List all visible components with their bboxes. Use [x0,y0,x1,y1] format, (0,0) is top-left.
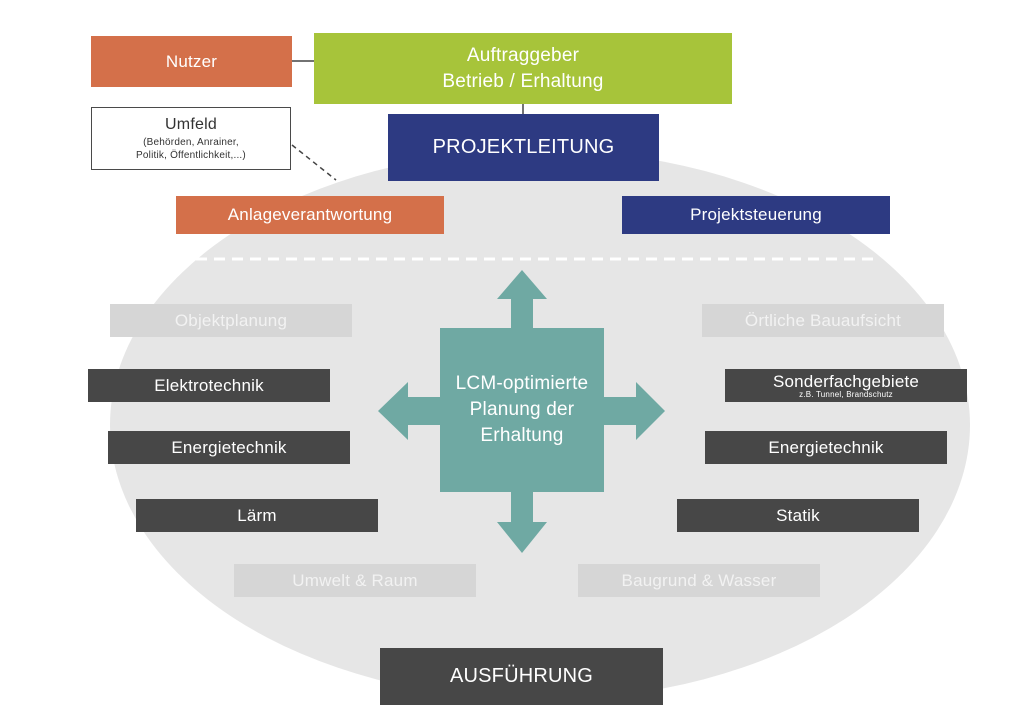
oertliche-bauaufsicht-label: Örtliche Bauaufsicht [744,310,902,330]
lcm-center-box: LCM-optimierte Planung der Erhaltung [440,328,604,492]
auftraggeber-line2: Betrieb / Erhaltung [442,70,604,92]
ausfuehrung-box: AUSFÜHRUNG [380,648,663,705]
sonderfachgebiete-box: Sonderfachgebiete z.B. Tunnel, Brandschu… [725,369,967,402]
energietechnik-right-label: Energietechnik [768,437,884,457]
elektrotechnik-box: Elektrotechnik [88,369,330,402]
umfeld-line2: Politik, Öffentlichkeit,...) [136,149,246,161]
arrow-left [378,382,442,440]
energietechnik-left-box: Energietechnik [108,431,350,464]
objektplanung-label: Objektplanung [174,310,288,330]
laerm-label: Lärm [237,505,277,525]
arrow-down [497,490,547,553]
arrow-up [497,270,547,330]
nutzer-label: Nutzer [165,51,218,71]
energietechnik-left-label: Energietechnik [171,437,287,457]
objektplanung-box: Objektplanung [110,304,352,337]
sonderfachgebiete-label: Sonderfachgebiete [772,371,920,391]
umfeld-title: Umfeld [165,115,217,133]
projektsteuerung-box: Projektsteuerung [622,196,890,234]
laerm-box: Lärm [136,499,378,532]
center-line3: Erhaltung [480,425,564,446]
umfeld-line1: (Behörden, Anrainer, [143,136,239,148]
nutzer-box: Nutzer [91,36,292,87]
oertliche-bauaufsicht-box: Örtliche Bauaufsicht [702,304,944,337]
anlageverantwortung-label: Anlageverantwortung [227,205,393,224]
projektleitung-label: PROJEKTLEITUNG [432,136,615,158]
baugrund-wasser-box: Baugrund & Wasser [578,564,820,597]
umfeld-connector [291,144,337,181]
projektsteuerung-label: Projektsteuerung [690,205,822,224]
arrow-right [602,382,665,440]
umwelt-raum-label: Umwelt & Raum [292,570,418,590]
umwelt-raum-box: Umwelt & Raum [234,564,476,597]
ausfuehrung-label: AUSFÜHRUNG [449,665,594,687]
projektleitung-box: PROJEKTLEITUNG [388,114,659,181]
auftraggeber-box: Auftraggeber Betrieb / Erhaltung [314,33,732,104]
statik-label: Statik [776,505,820,525]
auftraggeber-line1: Auftraggeber [466,44,580,66]
elektrotechnik-label: Elektrotechnik [154,375,264,395]
baugrund-wasser-label: Baugrund & Wasser [621,570,777,590]
anlageverantwortung-box: Anlageverantwortung [176,196,444,234]
center-line1: LCM-optimierte [455,373,589,394]
umfeld-box: Umfeld (Behörden, Anrainer, Politik, Öff… [91,107,291,170]
sonderfachgebiete-sub: z.B. Tunnel, Brandschutz [799,389,893,399]
center-line2: Planung der [469,399,575,420]
statik-box: Statik [677,499,919,532]
energietechnik-right-box: Energietechnik [705,431,947,464]
